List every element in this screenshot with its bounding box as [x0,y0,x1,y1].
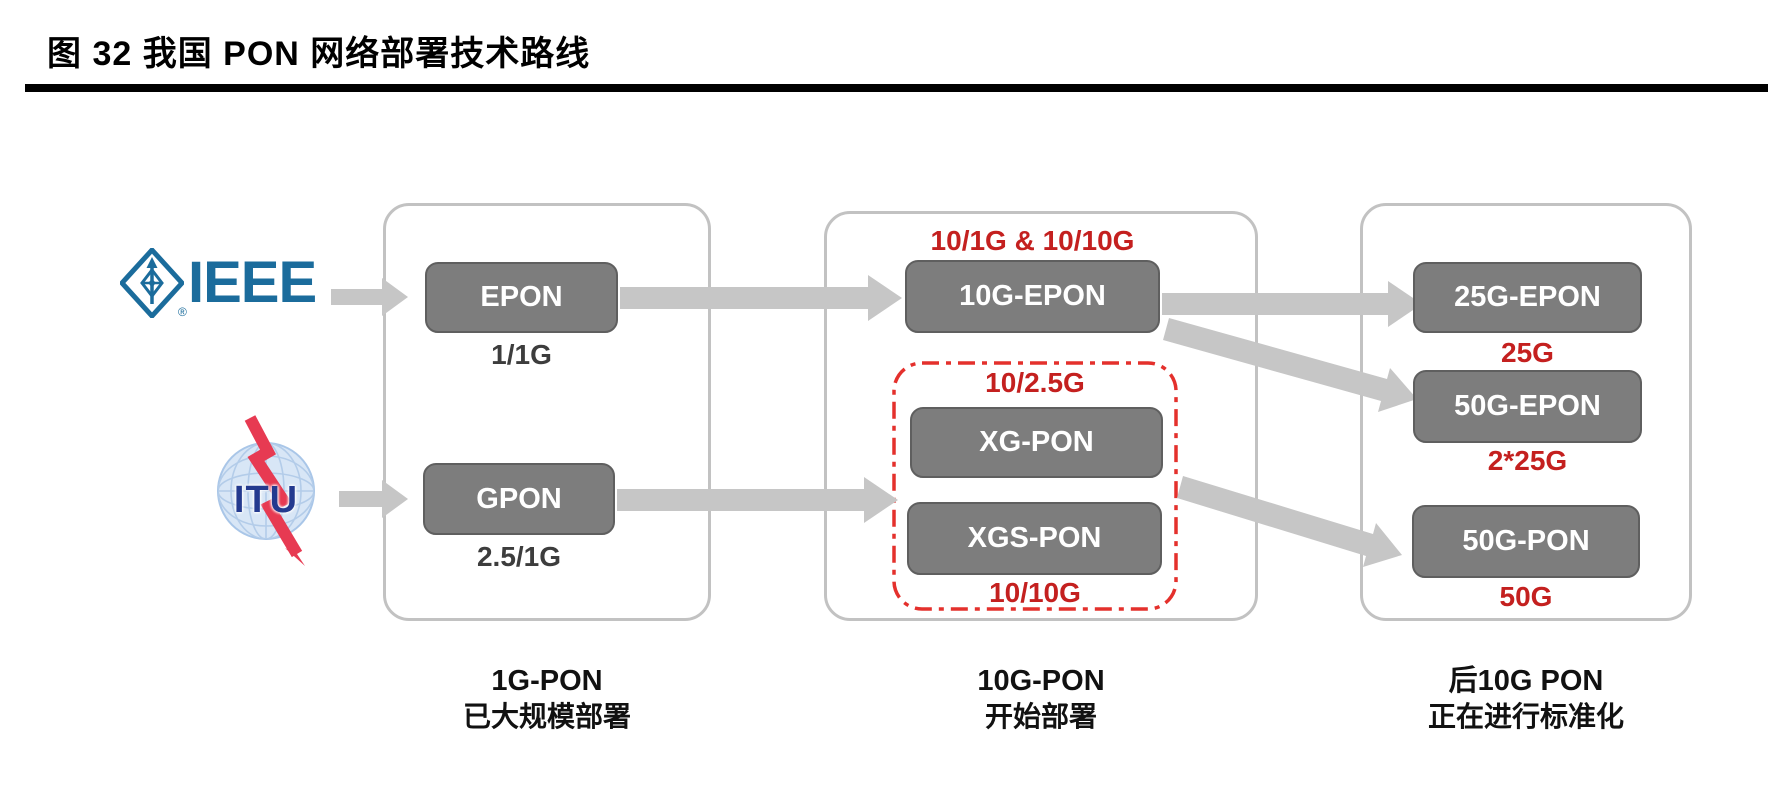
rate-50g-epon: 2*25G [1487,445,1568,476]
stage-1g-name: 1G-PON [491,665,603,697]
ieee-logo-text: IEEE [188,250,317,315]
node-gpon: GPON [423,463,615,535]
stage-10g-footer: 10G-PON 开始部署 [824,663,1258,735]
ieee-logo: ® IEEE [120,247,317,319]
node-50g-epon: 50G-EPON [1413,370,1642,443]
itu-10g-group-outline [892,361,1178,611]
node-10g-epon: 10G-EPON [905,260,1160,333]
arrow-10gepon-to-25gepon [1162,281,1422,327]
rate-10g-epon: 10/1G & 10/10G [930,225,1135,256]
rate-xgs-pon-group: 10/10G [989,577,1081,608]
node-xg-pon: XG-PON [910,407,1163,478]
itu-globe-icon [217,410,315,566]
ieee-diamond-icon [120,248,184,318]
rate-25g-epon: 25G [1501,337,1554,368]
node-25g-epon: 25G-EPON [1413,262,1642,333]
rate-xg-pon-group: 10/2.5G [985,367,1085,398]
stage-post10g-status: 正在进行标准化 [1427,701,1624,732]
title-rule [25,84,1768,92]
stage-1g-status: 已大规模部署 [462,701,631,732]
node-xgs-pon: XGS-PON [907,502,1162,575]
ieee-registered-mark: ® [178,305,187,319]
arrow-10gepon-to-50gepon [1163,318,1417,412]
arrow-ieee-to-epon [331,278,408,316]
stage-10g-status: 开始部署 [984,701,1097,732]
figure-title: 图 32 我国 PON 网络部署技术路线 [47,35,591,73]
itu-logo-text: ITU [233,479,299,521]
arrow-itu-to-gpon [339,480,408,518]
rate-50g-pon: 50G [1499,581,1553,612]
arrow-gpon-to-xgpon-group [617,477,898,523]
rate-epon: 1/1G [491,339,552,370]
stage-1g-footer: 1G-PON 已大规模部署 [383,663,711,735]
node-epon: EPON [425,262,618,333]
arrow-xgspon-to-50gpon [1177,476,1402,567]
stage-post10g-name: 后10G PON [1448,665,1604,697]
node-50g-pon: 50G-PON [1412,505,1640,578]
rate-gpon: 2.5/1G [476,541,562,572]
itu-logo: ITU [213,408,327,568]
stage-10g-name: 10G-PON [977,665,1105,697]
stage-post10g-footer: 后10G PON 正在进行标准化 [1360,663,1692,735]
arrow-epon-to-10gepon [620,275,902,321]
